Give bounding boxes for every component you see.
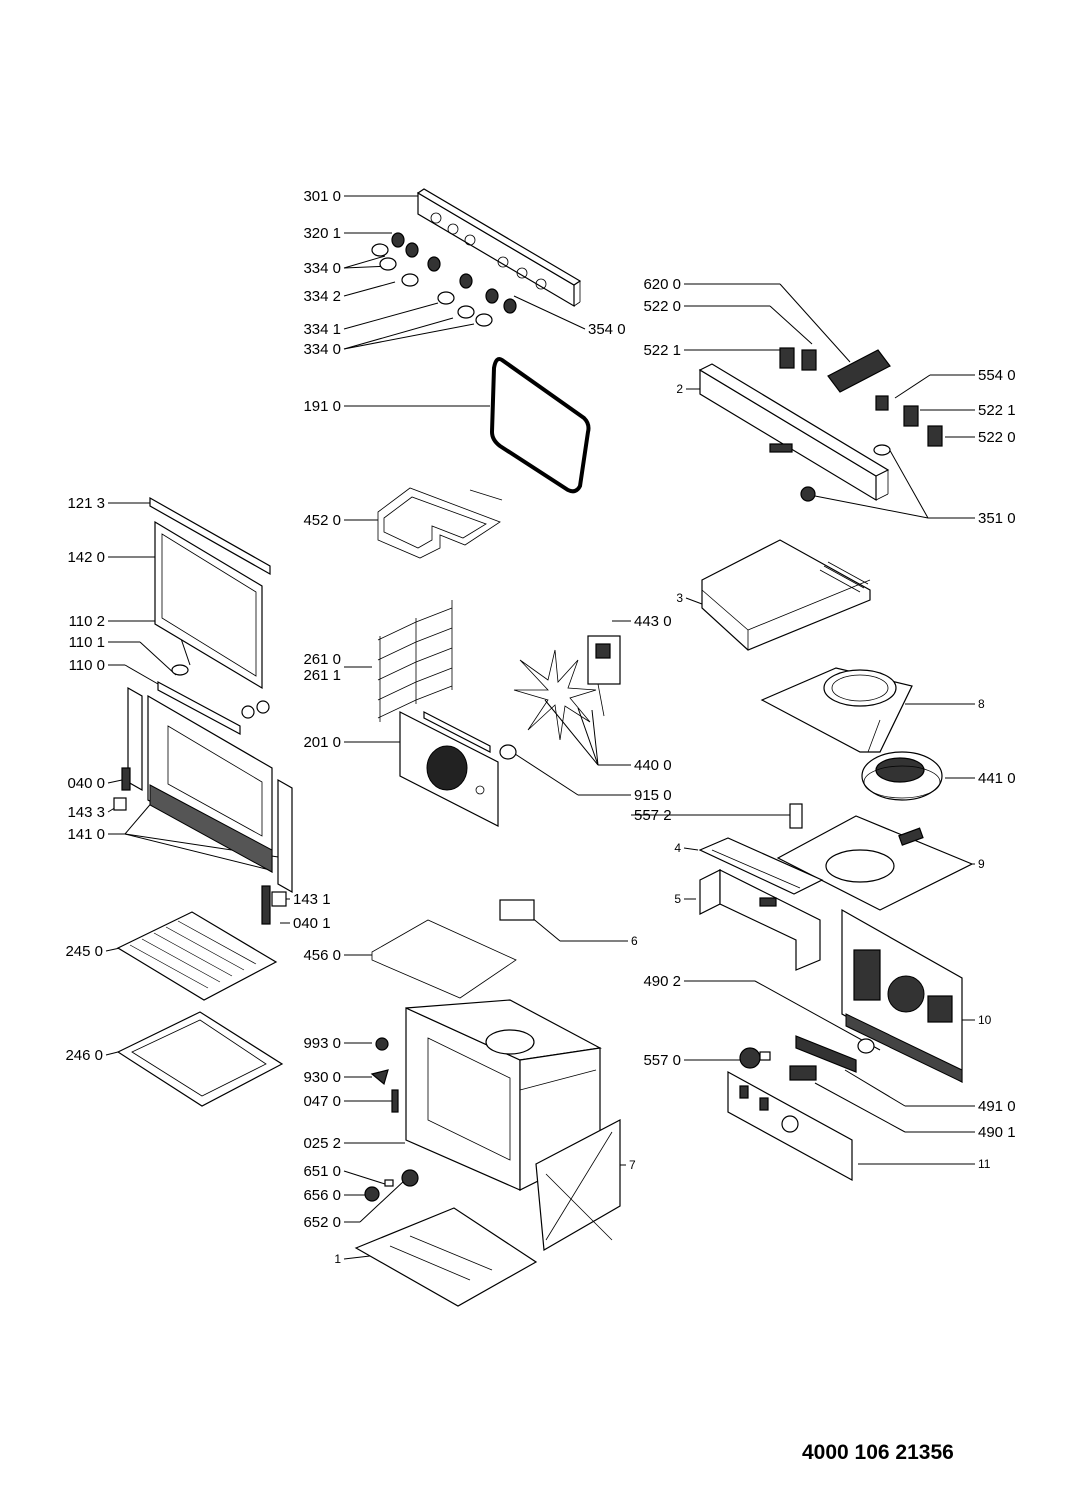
label-334-0-b: 334 0 (303, 341, 341, 358)
label-143-1: 143 1 (293, 891, 331, 908)
door-hinge-left-part (113, 767, 131, 811)
label-334-0-a: 334 0 (303, 260, 341, 277)
lower-bracket-part (727, 1070, 853, 1182)
label-11: 11 (978, 1157, 991, 1171)
label-121-3: 121 3 (67, 495, 105, 512)
label-351-0: 351 0 (978, 510, 1016, 527)
label-142-0: 142 0 (67, 549, 105, 566)
label-557-2: 557 2 (634, 807, 672, 824)
side-panel-part (535, 1119, 621, 1251)
selector-switches-part (779, 347, 943, 502)
label-334-2: 334 2 (303, 288, 341, 305)
door-hinge-right-part (261, 885, 287, 925)
control-knobs (371, 232, 517, 327)
top-cover-part (701, 539, 871, 651)
label-246-0: 246 0 (65, 1047, 103, 1064)
label-5: 5 (674, 892, 681, 906)
label-554-0: 554 0 (978, 367, 1016, 384)
label-443-0: 443 0 (634, 613, 672, 630)
label-334-1: 334 1 (303, 321, 341, 338)
control-panel-part (416, 188, 582, 308)
label-7: 7 (629, 1158, 636, 1172)
label-4: 4 (674, 841, 681, 855)
label-9: 9 (978, 857, 985, 871)
fan-motor-part (587, 635, 621, 717)
switch-part (789, 1065, 817, 1081)
label-110-1: 110 1 (69, 634, 105, 651)
air-channel-part (698, 837, 824, 895)
base-tray-part (354, 1207, 538, 1307)
label-522-0-a: 522 0 (643, 298, 681, 315)
label-040-0: 040 0 (67, 775, 105, 792)
label-557-0: 557 0 (643, 1052, 681, 1069)
label-8: 8 (978, 697, 985, 711)
thermostat-small-part (789, 803, 803, 829)
label-651-0: 651 0 (303, 1163, 341, 1180)
label-025-2: 025 2 (303, 1135, 341, 1152)
label-201-0: 201 0 (303, 734, 341, 751)
label-191-0: 191 0 (303, 398, 341, 415)
label-930-0: 930 0 (303, 1069, 341, 1086)
label-522-1-a: 522 1 (643, 342, 681, 359)
label-3: 3 (676, 591, 683, 605)
label-143-3: 143 3 (67, 804, 105, 821)
thermostat-part (739, 1047, 771, 1069)
door-trim-part (149, 496, 271, 576)
label-652-0: 652 0 (303, 1214, 341, 1231)
fan-housing-part (760, 667, 913, 753)
fan-blade-part (513, 649, 597, 741)
label-915-0: 915 0 (634, 787, 672, 804)
grill-element-part (377, 487, 503, 559)
label-110-2: 110 2 (69, 613, 105, 630)
label-490-1: 490 1 (978, 1124, 1016, 1141)
label-047-0: 047 0 (303, 1093, 341, 1110)
leader-lines (105, 195, 975, 1260)
label-320-1: 320 1 (303, 225, 341, 242)
label-6: 6 (631, 934, 638, 948)
label-261-1: 261 1 (303, 667, 341, 684)
base-plate-part (776, 815, 974, 911)
label-1: 1 (334, 1252, 341, 1266)
label-2: 2 (676, 382, 683, 396)
label-490-2: 490 2 (643, 973, 681, 990)
label-620-0: 620 0 (643, 276, 681, 293)
hinge-covers-part (157, 664, 270, 736)
document-number: 4000 106 21356 (802, 1441, 954, 1464)
rear-fan-cover-part (399, 711, 499, 827)
wiring-bracket-part (698, 363, 890, 502)
wire-shelf-part (116, 911, 278, 1001)
label-10: 10 (978, 1013, 992, 1027)
label-440-0: 440 0 (634, 757, 672, 774)
label-354-0: 354 0 (588, 321, 626, 338)
label-040-1: 040 1 (293, 915, 331, 932)
lower-element-part (371, 899, 535, 999)
outer-glass-part (154, 520, 263, 690)
label-993-0: 993 0 (303, 1035, 341, 1052)
inner-door-glass-part (127, 686, 293, 894)
shelf-supports-part (377, 600, 453, 722)
oven-cavity-part (405, 999, 602, 1191)
door-seal-part (489, 357, 591, 494)
label-522-0-b: 522 0 (978, 429, 1016, 446)
label-110-0: 110 0 (69, 657, 105, 674)
label-656-0: 656 0 (303, 1187, 341, 1204)
label-491-0: 491 0 (978, 1098, 1016, 1115)
part-labels: 301 0 320 1 334 0 334 2 334 1 334 0 354 … (65, 188, 1015, 1266)
label-522-1-b: 522 1 (978, 402, 1016, 419)
label-261-0: 261 0 (303, 651, 341, 668)
fastener-parts (364, 1037, 419, 1202)
terminal-block-part (795, 1035, 875, 1073)
side-bracket-part (699, 869, 821, 971)
label-456-0: 456 0 (303, 947, 341, 964)
label-441-0: 441 0 (978, 770, 1016, 787)
label-141-0: 141 0 (67, 826, 105, 843)
baking-tray-part (116, 1011, 284, 1107)
label-301-0: 301 0 (303, 188, 341, 205)
label-245-0: 245 0 (65, 943, 103, 960)
rear-panel-part (841, 908, 963, 1084)
label-452-0: 452 0 (303, 512, 341, 529)
cooling-fan-part (861, 751, 943, 801)
fan-nut-part (499, 744, 517, 760)
